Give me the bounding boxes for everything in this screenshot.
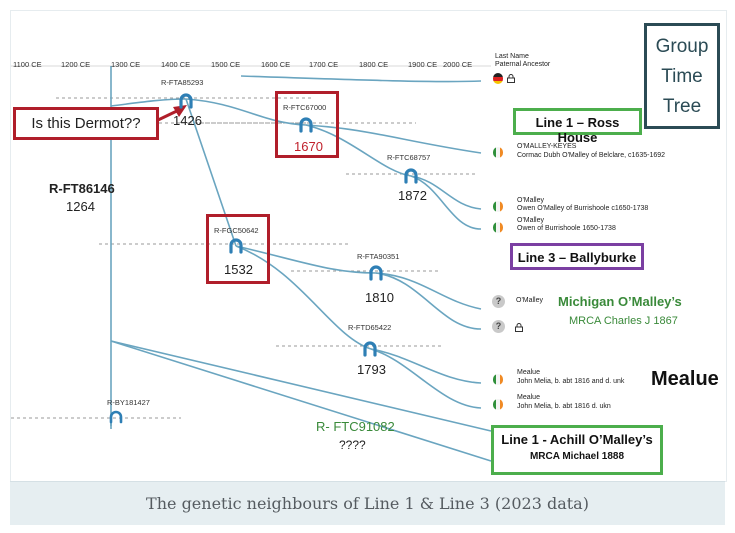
dermot-callout-text: Is this Dermot??: [31, 115, 141, 132]
irish-flag-icon: [493, 222, 503, 233]
node-year: 1872: [398, 188, 427, 203]
entry-name: Mealue: [517, 369, 540, 376]
line1-achill-title: Line 1 - Achill O’Malley’s: [501, 432, 653, 447]
entry-ancestor: John Melia, b. abt 1816 and d. unk: [517, 378, 625, 385]
branches: [110, 66, 492, 462]
axis-year-label: 1500 CE: [211, 60, 241, 69]
horseshoe-node-icon[interactable]: [109, 410, 123, 424]
horseshoe-node-icon[interactable]: [404, 168, 418, 184]
uncertainty-ranges: [11, 97, 476, 419]
entry-name: O'MALLEY-KEYES: [517, 143, 577, 150]
node-label: R-FTA85293: [161, 78, 204, 87]
node-label: R-FTC67000: [283, 103, 327, 112]
axis-year-label: 1300 CE: [111, 60, 141, 69]
node-label: R-BY181427: [107, 398, 150, 407]
line1-achill-subtitle: MRCA Michael 1888: [529, 451, 625, 462]
entry-name: O'Malley: [517, 217, 545, 224]
node-year: 1426: [173, 113, 202, 128]
ftc91082-label: R- FTC91082: [316, 419, 395, 434]
entry-ancestor: Cormac Dubh O'Malley of Belclare, c1635-…: [517, 152, 666, 159]
irish-flag-icon: [493, 147, 503, 158]
line1-ross-house-text: Line 1 – Ross House: [535, 115, 620, 145]
dermot-callout: Is this Dermot??: [13, 107, 159, 140]
lock-icon: [507, 74, 515, 83]
question-icon: ?: [492, 320, 505, 333]
axis-year-label: 1100 CE: [13, 60, 42, 69]
column-header-last-name: Last Name: [495, 53, 529, 60]
highlight-box-fgc50642: [206, 214, 270, 284]
axis-year-label: 2000 CE: [443, 60, 473, 69]
figure-caption: The genetic neighbours of Line 1 & Line …: [146, 494, 589, 513]
title-box: Group Time Tree: [644, 23, 720, 129]
node-year: 1793: [357, 362, 386, 377]
line1-ross-house-box: Line 1 – Ross House: [513, 108, 642, 145]
node-year: 1670: [294, 139, 323, 154]
ftc91082-year: ????: [339, 438, 366, 452]
entry-ancestor: John Melia, b. abt 1816 d. ukn: [517, 403, 611, 410]
horseshoe-node-icon[interactable]: [363, 341, 377, 357]
horseshoe-node-icon[interactable]: [299, 117, 313, 133]
line3-ballyburke-box: Line 3 – Ballyburke: [510, 243, 644, 270]
question-icon: ?: [492, 295, 505, 308]
node-label: R-FGC50642: [214, 226, 259, 235]
axis-year-label: 1900 CE: [408, 60, 438, 69]
node-year: 1532: [224, 262, 253, 277]
mealue-group-label: Mealue: [651, 368, 719, 390]
root-year: 1264: [66, 199, 95, 214]
irish-flag-icon: [493, 399, 503, 410]
title-line-time: Time: [661, 66, 703, 87]
node-label: R-FTD65422: [348, 323, 392, 332]
lock-icon: [515, 323, 523, 332]
axis-year-label: 1800 CE: [359, 60, 389, 69]
irish-flag-icon: [493, 201, 503, 212]
entry-name: O'Malley: [517, 197, 545, 204]
line1-achill-box: Line 1 - Achill O’Malley’s MRCA Michael …: [491, 425, 663, 475]
node-label: R-FTA90351: [357, 252, 400, 261]
node-year: 1810: [365, 290, 394, 305]
title-line-tree: Tree: [662, 96, 702, 117]
horseshoe-node-icon[interactable]: [179, 93, 193, 109]
entry-ancestor: Owen of Burrishoole 1650-1738: [517, 225, 616, 232]
horseshoe-node-icon[interactable]: [369, 265, 383, 281]
axis-year-label: 1600 CE: [261, 60, 291, 69]
irish-flag-icon: [493, 374, 503, 385]
callout-arrow: [155, 105, 187, 123]
axis-year-label: 1700 CE: [309, 60, 339, 69]
root-label: R-FT86146: [49, 181, 115, 196]
german-flag-icon: [493, 73, 503, 84]
entry-ancestor: Owen O'Malley of Burrishoole c1650-1738: [517, 205, 649, 212]
caption-bar: The genetic neighbours of Line 1 & Line …: [10, 481, 725, 525]
line3-ballyburke-text: Line 3 – Ballyburke: [517, 250, 637, 265]
axis-year-label: 1400 CE: [161, 60, 191, 69]
michigan-subtitle: MRCA Charles J 1867: [569, 315, 678, 327]
node-label: R-FTC68757: [387, 153, 431, 162]
column-header-paternal-ancestor: Paternal Ancestor: [495, 61, 551, 68]
horseshoe-node-icon[interactable]: [229, 238, 243, 254]
highlight-box-ftc67000: [275, 91, 339, 158]
entry-name: O'Malley: [516, 297, 544, 304]
michigan-title: Michigan O’Malley’s: [558, 294, 682, 309]
title-line-group: Group: [655, 36, 709, 57]
tree-lines: [11, 65, 492, 462]
axis-year-label: 1200 CE: [61, 60, 91, 69]
entry-name: Mealue: [517, 394, 540, 401]
time-tree-diagram: 1100 CE 1200 CE 1300 CE 1400 CE 1500 CE …: [10, 10, 727, 482]
